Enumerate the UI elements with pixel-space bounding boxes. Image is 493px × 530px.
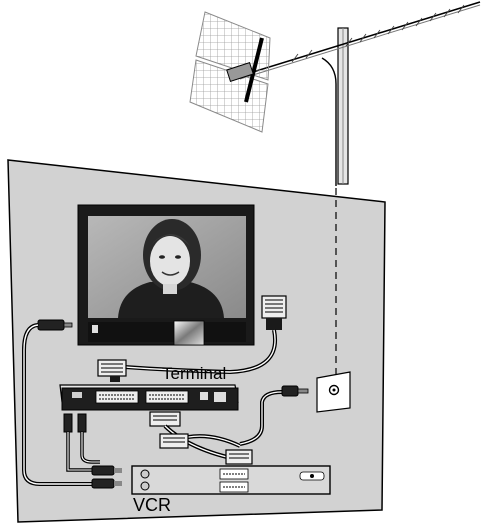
tv-icon [78,205,254,345]
terminal-label: Terminal [162,364,226,384]
terminal-box-icon [60,385,238,410]
vcr-icon [132,466,330,494]
antenna-wall-socket-icon [317,372,350,412]
vcr-label: VCR [133,495,171,516]
antenna-icon [190,2,480,186]
